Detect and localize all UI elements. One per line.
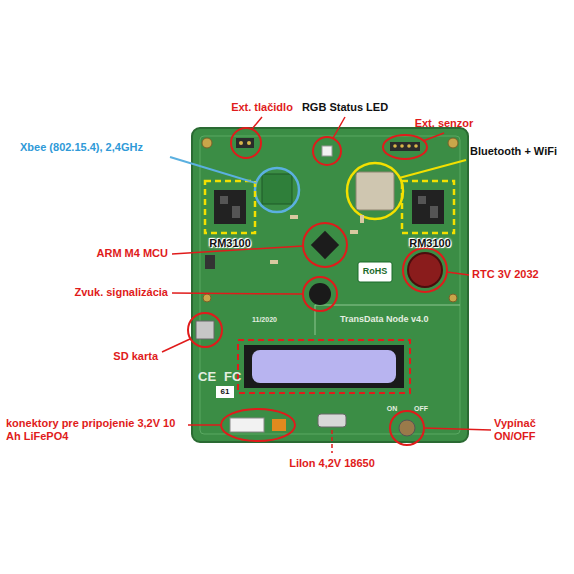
buzzer (309, 283, 331, 305)
pin (393, 144, 397, 148)
pin (400, 144, 404, 148)
fuse (318, 414, 346, 427)
rohs-sticker (358, 262, 392, 282)
pin (407, 144, 411, 148)
silkscreen-text: 61 (221, 387, 230, 396)
silkscreen-text: RoHS (363, 266, 388, 276)
mounting-hole (203, 294, 211, 302)
highlight-circle (188, 313, 222, 347)
battery-holder (244, 345, 404, 388)
button (205, 255, 215, 269)
callout-label: ARM M4 MCU (97, 247, 169, 260)
xbee-antenna-area (262, 174, 292, 204)
leader-line (423, 133, 444, 141)
callout-label: Ext. tlačidlo (231, 101, 293, 114)
callout-label: Ext. senzor (415, 117, 474, 130)
magnetometer-part (430, 206, 438, 218)
smd-part (360, 215, 364, 223)
highlight-circle (303, 277, 337, 311)
component-name: RM3100 (409, 237, 451, 250)
wifi-module (356, 172, 394, 210)
mounting-hole (449, 294, 457, 302)
highlight-circle (231, 128, 261, 158)
magnetometer-part (232, 206, 240, 218)
pin (414, 144, 418, 148)
callout-label: Xbee (802.15.4), 2,4GHz (20, 141, 143, 154)
leader-line (172, 293, 303, 294)
sd-slot (196, 321, 214, 339)
highlight-circle (221, 409, 295, 441)
leader-line (331, 430, 333, 453)
silk-line (315, 305, 460, 306)
mounting-hole (202, 138, 212, 148)
battery-cell (252, 350, 396, 383)
leader-line (170, 157, 256, 183)
leader-line (447, 272, 469, 275)
smd-part (270, 260, 278, 264)
leader-line (424, 428, 491, 430)
pin (247, 141, 251, 145)
highlight-circle (347, 163, 403, 219)
highlight-circle (303, 223, 347, 267)
toggle-switch (399, 420, 415, 436)
magnetometer (412, 190, 444, 224)
silkscreen-text: CE (198, 370, 216, 385)
callout-label: SD karta (113, 350, 158, 363)
board-outline-silk (200, 136, 460, 434)
leader-line (333, 117, 345, 138)
mounting-hole (448, 138, 458, 148)
highlight-box (205, 181, 255, 233)
callout-label: Bluetooth + WiFi (470, 145, 557, 158)
highlight-circle (313, 137, 341, 165)
highlight-circle (255, 168, 299, 212)
pin-header (236, 138, 254, 148)
silkscreen-text: ON (387, 405, 398, 413)
callout-label: Vypínač ON/OFF (494, 417, 566, 442)
callout-label: RGB Status LED (302, 101, 388, 114)
power-connector (272, 419, 286, 431)
leader-line (162, 339, 190, 352)
leader-line (188, 424, 221, 426)
smd-part (350, 230, 358, 234)
pin (239, 141, 243, 145)
serial-sticker (216, 386, 234, 398)
leader-line (252, 117, 262, 129)
pin-header (390, 142, 420, 151)
magnetometer-part (418, 196, 426, 204)
callout-label: RTC 3V 2032 (472, 268, 539, 281)
highlight-circle (403, 248, 447, 292)
silkscreen-text: 11/2020 (252, 316, 277, 324)
leader-line (399, 160, 466, 178)
silkscreen-text: FC (224, 370, 241, 385)
smd-part (290, 215, 298, 219)
highlight-circle (390, 411, 424, 445)
callout-label: Zvuk. signalizácia (74, 286, 168, 299)
highlight-box (238, 340, 410, 393)
magnetometer-part (220, 196, 228, 204)
callout-label: LiIon 4,2V 18650 (289, 457, 375, 470)
silkscreen-text: TransData Node v4.0 (340, 314, 429, 324)
pcb-board (192, 128, 468, 442)
jst-connector (230, 418, 264, 432)
magnetometer (214, 190, 246, 224)
highlight-circle (383, 135, 427, 159)
component-name: RM3100 (209, 237, 251, 250)
highlight-box (402, 181, 454, 233)
mcu-chip (311, 231, 339, 259)
coin-cell (408, 253, 442, 287)
rgb-led (322, 146, 332, 156)
silkscreen-text: OFF (414, 405, 428, 413)
callout-label: konektory pre pripojenie 3,2V 10 Ah LiFe… (6, 417, 190, 442)
